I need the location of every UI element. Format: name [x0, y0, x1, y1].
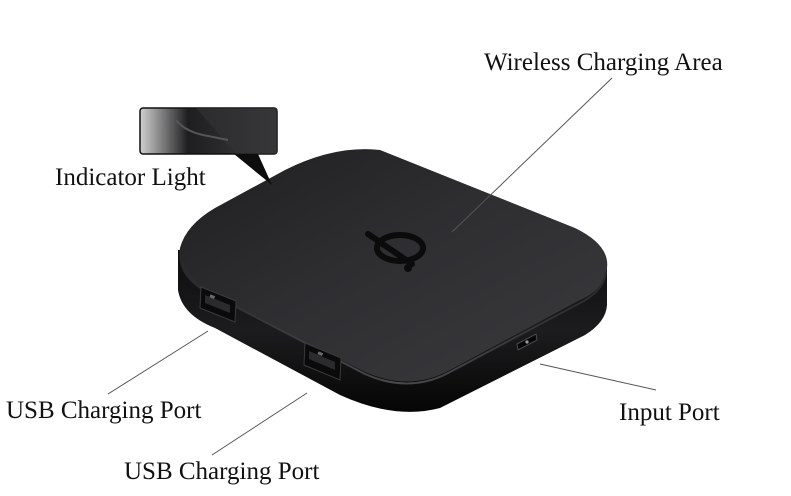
usb-port-1 [199, 286, 237, 323]
usb-port-2 [303, 342, 342, 381]
label-usb-charging-port-2: USB Charging Port [124, 458, 320, 485]
input-port [516, 333, 538, 351]
indicator-light-inset [139, 107, 278, 185]
label-indicator-light: Indicator Light [55, 164, 206, 191]
leader-line-wireless [451, 77, 613, 233]
device-rim-highlight [181, 261, 607, 385]
label-usb-charging-port-1: USB Charging Port [6, 397, 202, 424]
leader-line-input [539, 363, 657, 391]
label-wireless-charging-area: Wireless Charging Area [484, 49, 723, 76]
leader-line-usb-1 [107, 330, 209, 395]
device-top-face [179, 149, 608, 382]
qi-wireless-logo-icon [365, 231, 426, 272]
leader-line-usb-2 [211, 392, 308, 456]
label-input-port: Input Port [619, 399, 720, 426]
